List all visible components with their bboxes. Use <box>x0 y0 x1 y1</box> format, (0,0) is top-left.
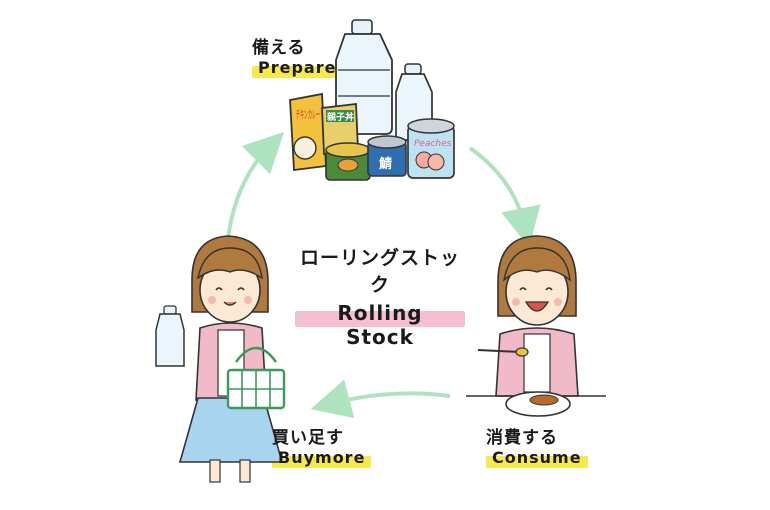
saba-can-icon: 鯖 <box>367 135 407 177</box>
step-prepare-en: Prepare <box>252 58 343 78</box>
title-en: Rolling Stock <box>295 301 465 349</box>
bottle-in-hand-icon <box>155 305 185 367</box>
step-buymore: 買い足す Buymore <box>272 428 372 468</box>
basket-icon <box>226 346 286 410</box>
arrow-prepare-to-consume <box>468 146 541 248</box>
step-prepare: 備える Prepare <box>252 38 343 78</box>
step-consume-en: Consume <box>486 448 588 468</box>
arrow-buymore-to-prepare <box>226 131 285 239</box>
gold-can-icon <box>325 142 371 181</box>
svg-text:チキンカレー: チキンカレー <box>296 108 320 121</box>
woman-buying <box>155 235 286 483</box>
title-jp: ローリングストック <box>299 247 460 296</box>
peach-can-icon: Peaches <box>407 118 455 179</box>
arrow-consume-to-buymore <box>310 379 451 419</box>
spoon-icon <box>477 349 521 353</box>
step-consume-jp: 消費する <box>486 428 558 448</box>
step-buymore-en: Buymore <box>272 448 372 468</box>
woman-eating <box>466 235 606 417</box>
step-buymore-jp: 買い足す <box>272 428 344 448</box>
step-consume: 消費する Consume <box>486 428 588 468</box>
curry-box-icon: チキンカレー <box>289 92 327 172</box>
center-title: ローリングストック Rolling Stock <box>295 243 465 349</box>
svg-text:親子丼: 親子丼 <box>327 111 354 123</box>
svg-text:Peaches: Peaches <box>414 139 452 149</box>
svg-text:鯖: 鯖 <box>378 156 392 172</box>
step-prepare-jp: 備える <box>252 38 306 58</box>
oyakodon-box-icon: 親子丼 <box>321 102 359 156</box>
curry-plate-icon <box>505 391 571 417</box>
stock-items: チキンカレー 親子丼 鯖 <box>289 19 455 181</box>
